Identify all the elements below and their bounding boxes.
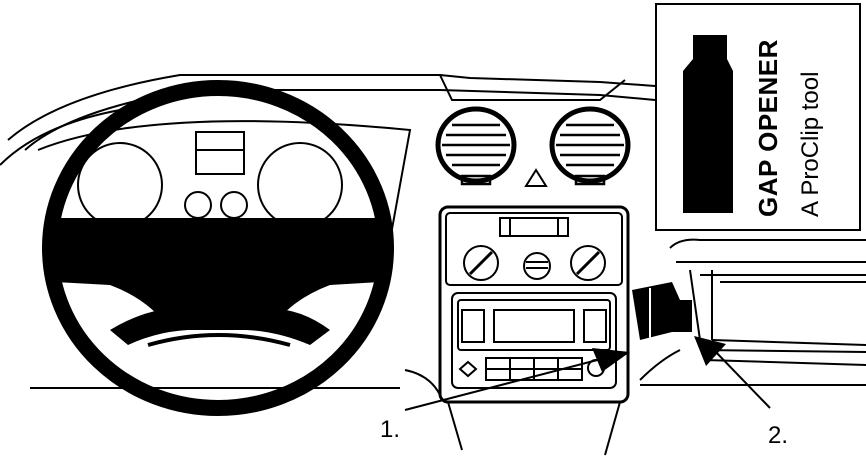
callout-label-2: 2. xyxy=(768,422,789,449)
callout-arrow-2 xyxy=(694,336,771,409)
callout-arrow-1 xyxy=(404,348,630,411)
instrument-cluster xyxy=(37,120,412,241)
hazard-triangle-icon xyxy=(524,168,548,187)
callout-label-1: 1. xyxy=(380,416,401,443)
gap-opener-tool-icon xyxy=(683,35,733,213)
center-console xyxy=(404,205,681,456)
mounting-device xyxy=(632,282,692,340)
air-vent-right xyxy=(549,106,631,186)
inset-subtitle: A ProClip tool xyxy=(797,71,824,217)
air-vent-left xyxy=(435,106,517,186)
steering-wheel xyxy=(42,80,394,416)
glovebox xyxy=(669,238,866,366)
inset-title: GAP OPENER xyxy=(753,39,783,217)
gap-opener-inset: GAP OPENER A ProClip tool xyxy=(655,3,861,231)
